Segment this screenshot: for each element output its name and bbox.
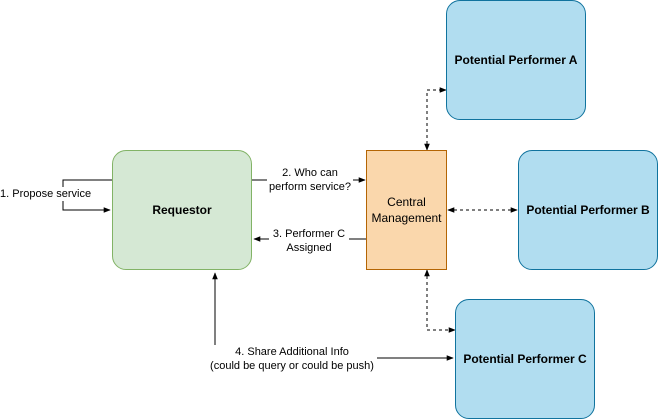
requestor-node: Requestor [112,150,252,270]
performer-c-node: Potential Performer C [455,299,595,419]
label-share-info: 4. Share Additional Info (could be query… [207,345,377,373]
label-who-can-perform: 2. Who can perform service? [267,166,353,194]
label-assigned-line1: 3. Performer C [272,228,346,240]
edge-central-performer-a [424,87,447,151]
requestor-label: Requestor [152,203,212,217]
performer-a-node: Potential Performer A [446,0,586,120]
label-share-line2: (could be query or could be push) [210,360,374,372]
performer-b-label: Potential Performer B [526,203,650,217]
central-label-line2: Management [371,211,442,225]
central-management-node: Central Management [366,150,447,270]
performer-b-node: Potential Performer B [518,150,658,270]
performer-c-label: Potential Performer C [463,352,587,366]
performer-a-label: Potential Performer A [454,53,578,67]
label-assigned-line2: Assigned [286,242,332,254]
label-who-can-line1: 2. Who can [282,167,338,179]
central-label-line1: Central [387,195,426,209]
edge-central-performer-c [424,269,456,333]
label-performer-assigned: 3. Performer C Assigned [269,227,349,255]
label-propose-service: 1. Propose service [0,187,92,201]
label-who-can-line2: perform service? [269,181,351,193]
label-share-line1: 4. Share Additional Info [235,346,349,358]
